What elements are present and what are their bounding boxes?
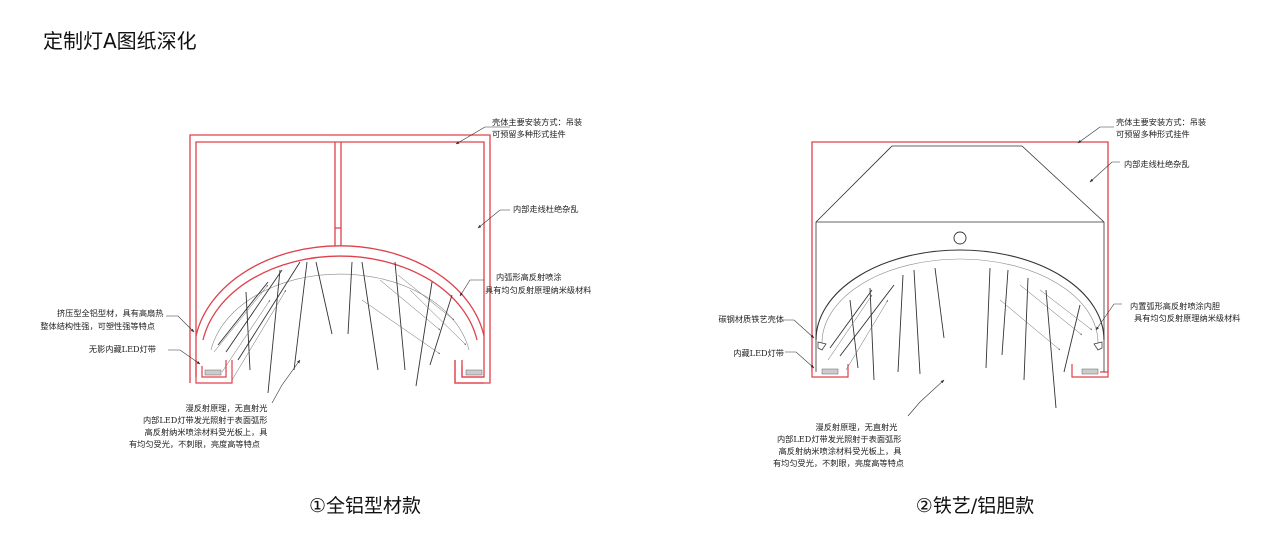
left-led-channel xyxy=(195,360,484,384)
left-housing-outline xyxy=(189,134,491,384)
left-center-divider xyxy=(334,142,342,229)
left-note-wiring: 内部走线杜绝杂乱 xyxy=(513,204,579,214)
left-drawing: 壳体主要安装方式：吊装 可预留多种形式挂件 内部走线杜绝杂乱 内弧形高反射喷涂 … xyxy=(40,117,591,517)
right-note-led: 内藏LED灯带 xyxy=(733,348,784,358)
right-mount-hole xyxy=(953,231,967,245)
right-note-diffuse: 漫反射原理，无直射光 内部LED灯带发光照射于表面弧形 高反射纳米喷涂材料受光板… xyxy=(773,422,904,468)
left-note-led: 无影内藏LED灯带 xyxy=(89,344,156,354)
left-note-coating: 内弧形高反射喷涂 具有均匀反射原理纳米级材料 xyxy=(485,272,591,295)
right-reflector-arc xyxy=(815,249,1105,341)
left-note-profile: 挤压型全铝型材，具有高扇热 整体结构性强，可塑性强等特点 xyxy=(40,308,166,331)
left-caption: ①全铝型材款 xyxy=(309,495,421,517)
left-note-diffuse: 漫反射原理，无直射光 内部LED灯带发光照射于表面弧形 高反射纳米喷涂材料受光板… xyxy=(129,403,270,449)
right-caption: ②铁艺/铝胆款 xyxy=(916,495,1034,517)
right-led-channel xyxy=(811,364,1109,378)
right-note-mount: 壳体主要安装方式：吊装 可预留多种形式挂件 xyxy=(1116,117,1209,139)
right-note-wiring: 内部走线杜绝杂乱 xyxy=(1124,159,1190,169)
left-reflector-arc xyxy=(195,245,485,337)
right-drawing: 壳体主要安装方式：吊装 可预留多种形式挂件 内部走线杜绝杂乱 内置弧形高反射喷涂… xyxy=(718,117,1240,517)
page-title: 定制灯A图纸深化 xyxy=(43,29,197,53)
right-housing-outline xyxy=(811,141,1109,373)
left-note-mount: 壳体主要安装方式：吊装 可预留多种形式挂件 xyxy=(492,117,585,139)
right-note-shell: 碳钢材质铁艺壳体 xyxy=(718,314,784,324)
right-note-liner: 内置弧形高反射喷涂内胆 具有均匀反射原理纳米级材料 xyxy=(1130,301,1240,323)
